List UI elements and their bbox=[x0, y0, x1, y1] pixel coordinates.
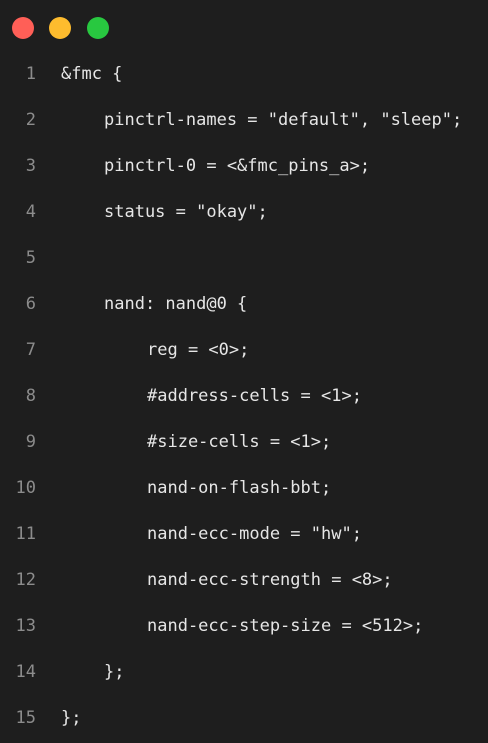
code-line: 7 reg = <0>; bbox=[0, 327, 488, 373]
code-line: 3 pinctrl-0 = <&fmc_pins_a>; bbox=[0, 143, 488, 189]
code-text: #address-cells = <1>; bbox=[147, 386, 362, 406]
code-block: 1&fmc { 2 pinctrl-names = "default", "slee… bbox=[0, 51, 488, 741]
line-number: 11 bbox=[15, 524, 36, 544]
minimize-window-button[interactable] bbox=[49, 17, 71, 39]
line-number: 5 bbox=[25, 248, 36, 268]
code-text: nand-ecc-strength = <8>; bbox=[147, 570, 393, 590]
code-text: status = "okay"; bbox=[104, 202, 268, 222]
code-text: }; bbox=[61, 708, 82, 728]
line-number: 8 bbox=[25, 386, 36, 406]
line-number: 14 bbox=[15, 662, 36, 682]
line-number: 9 bbox=[25, 432, 36, 452]
code-line: 10 nand-on-flash-bbt; bbox=[0, 465, 488, 511]
code-text: nand-ecc-step-size = <512>; bbox=[147, 616, 424, 636]
code-text: nand-on-flash-bbt; bbox=[147, 478, 332, 498]
code-line: 14}; bbox=[0, 649, 488, 695]
code-line: 13 nand-ecc-step-size = <512>; bbox=[0, 603, 488, 649]
code-line: 11 nand-ecc-mode = "hw"; bbox=[0, 511, 488, 557]
line-number: 4 bbox=[25, 202, 36, 222]
window-titlebar bbox=[0, 0, 488, 52]
line-number: 12 bbox=[15, 570, 36, 590]
code-line: 9 #size-cells = <1>; bbox=[0, 419, 488, 465]
line-number: 3 bbox=[25, 156, 36, 176]
line-number: 7 bbox=[25, 340, 36, 360]
line-number: 1 bbox=[25, 64, 36, 84]
code-line: 15}; bbox=[0, 695, 488, 741]
code-line: 6 nand: nand@0 { bbox=[0, 281, 488, 327]
code-line: 2 pinctrl-names = "default", "sleep"; bbox=[0, 97, 488, 143]
code-text: pinctrl-0 = <&fmc_pins_a>; bbox=[104, 156, 371, 176]
line-number: 2 bbox=[25, 110, 36, 130]
code-text: &fmc { bbox=[61, 64, 123, 84]
maximize-window-button[interactable] bbox=[87, 17, 109, 39]
code-line: 4 status = "okay"; bbox=[0, 189, 488, 235]
code-line: 5 bbox=[0, 235, 488, 281]
line-number: 6 bbox=[25, 294, 36, 314]
code-text: }; bbox=[104, 662, 125, 682]
code-text: nand: nand@0 { bbox=[104, 294, 248, 314]
code-line: 12 nand-ecc-strength = <8>; bbox=[0, 557, 488, 603]
code-text: pinctrl-names = "default", "sleep"; bbox=[104, 110, 463, 130]
code-line: 1&fmc { bbox=[0, 51, 488, 97]
line-number: 13 bbox=[15, 616, 36, 636]
code-text: #size-cells = <1>; bbox=[147, 432, 332, 452]
code-text: reg = <0>; bbox=[147, 340, 250, 360]
code-line: 8 #address-cells = <1>; bbox=[0, 373, 488, 419]
close-window-button[interactable] bbox=[12, 17, 34, 39]
line-number: 15 bbox=[15, 708, 36, 728]
line-number: 10 bbox=[15, 478, 36, 498]
code-text: nand-ecc-mode = "hw"; bbox=[147, 524, 362, 544]
